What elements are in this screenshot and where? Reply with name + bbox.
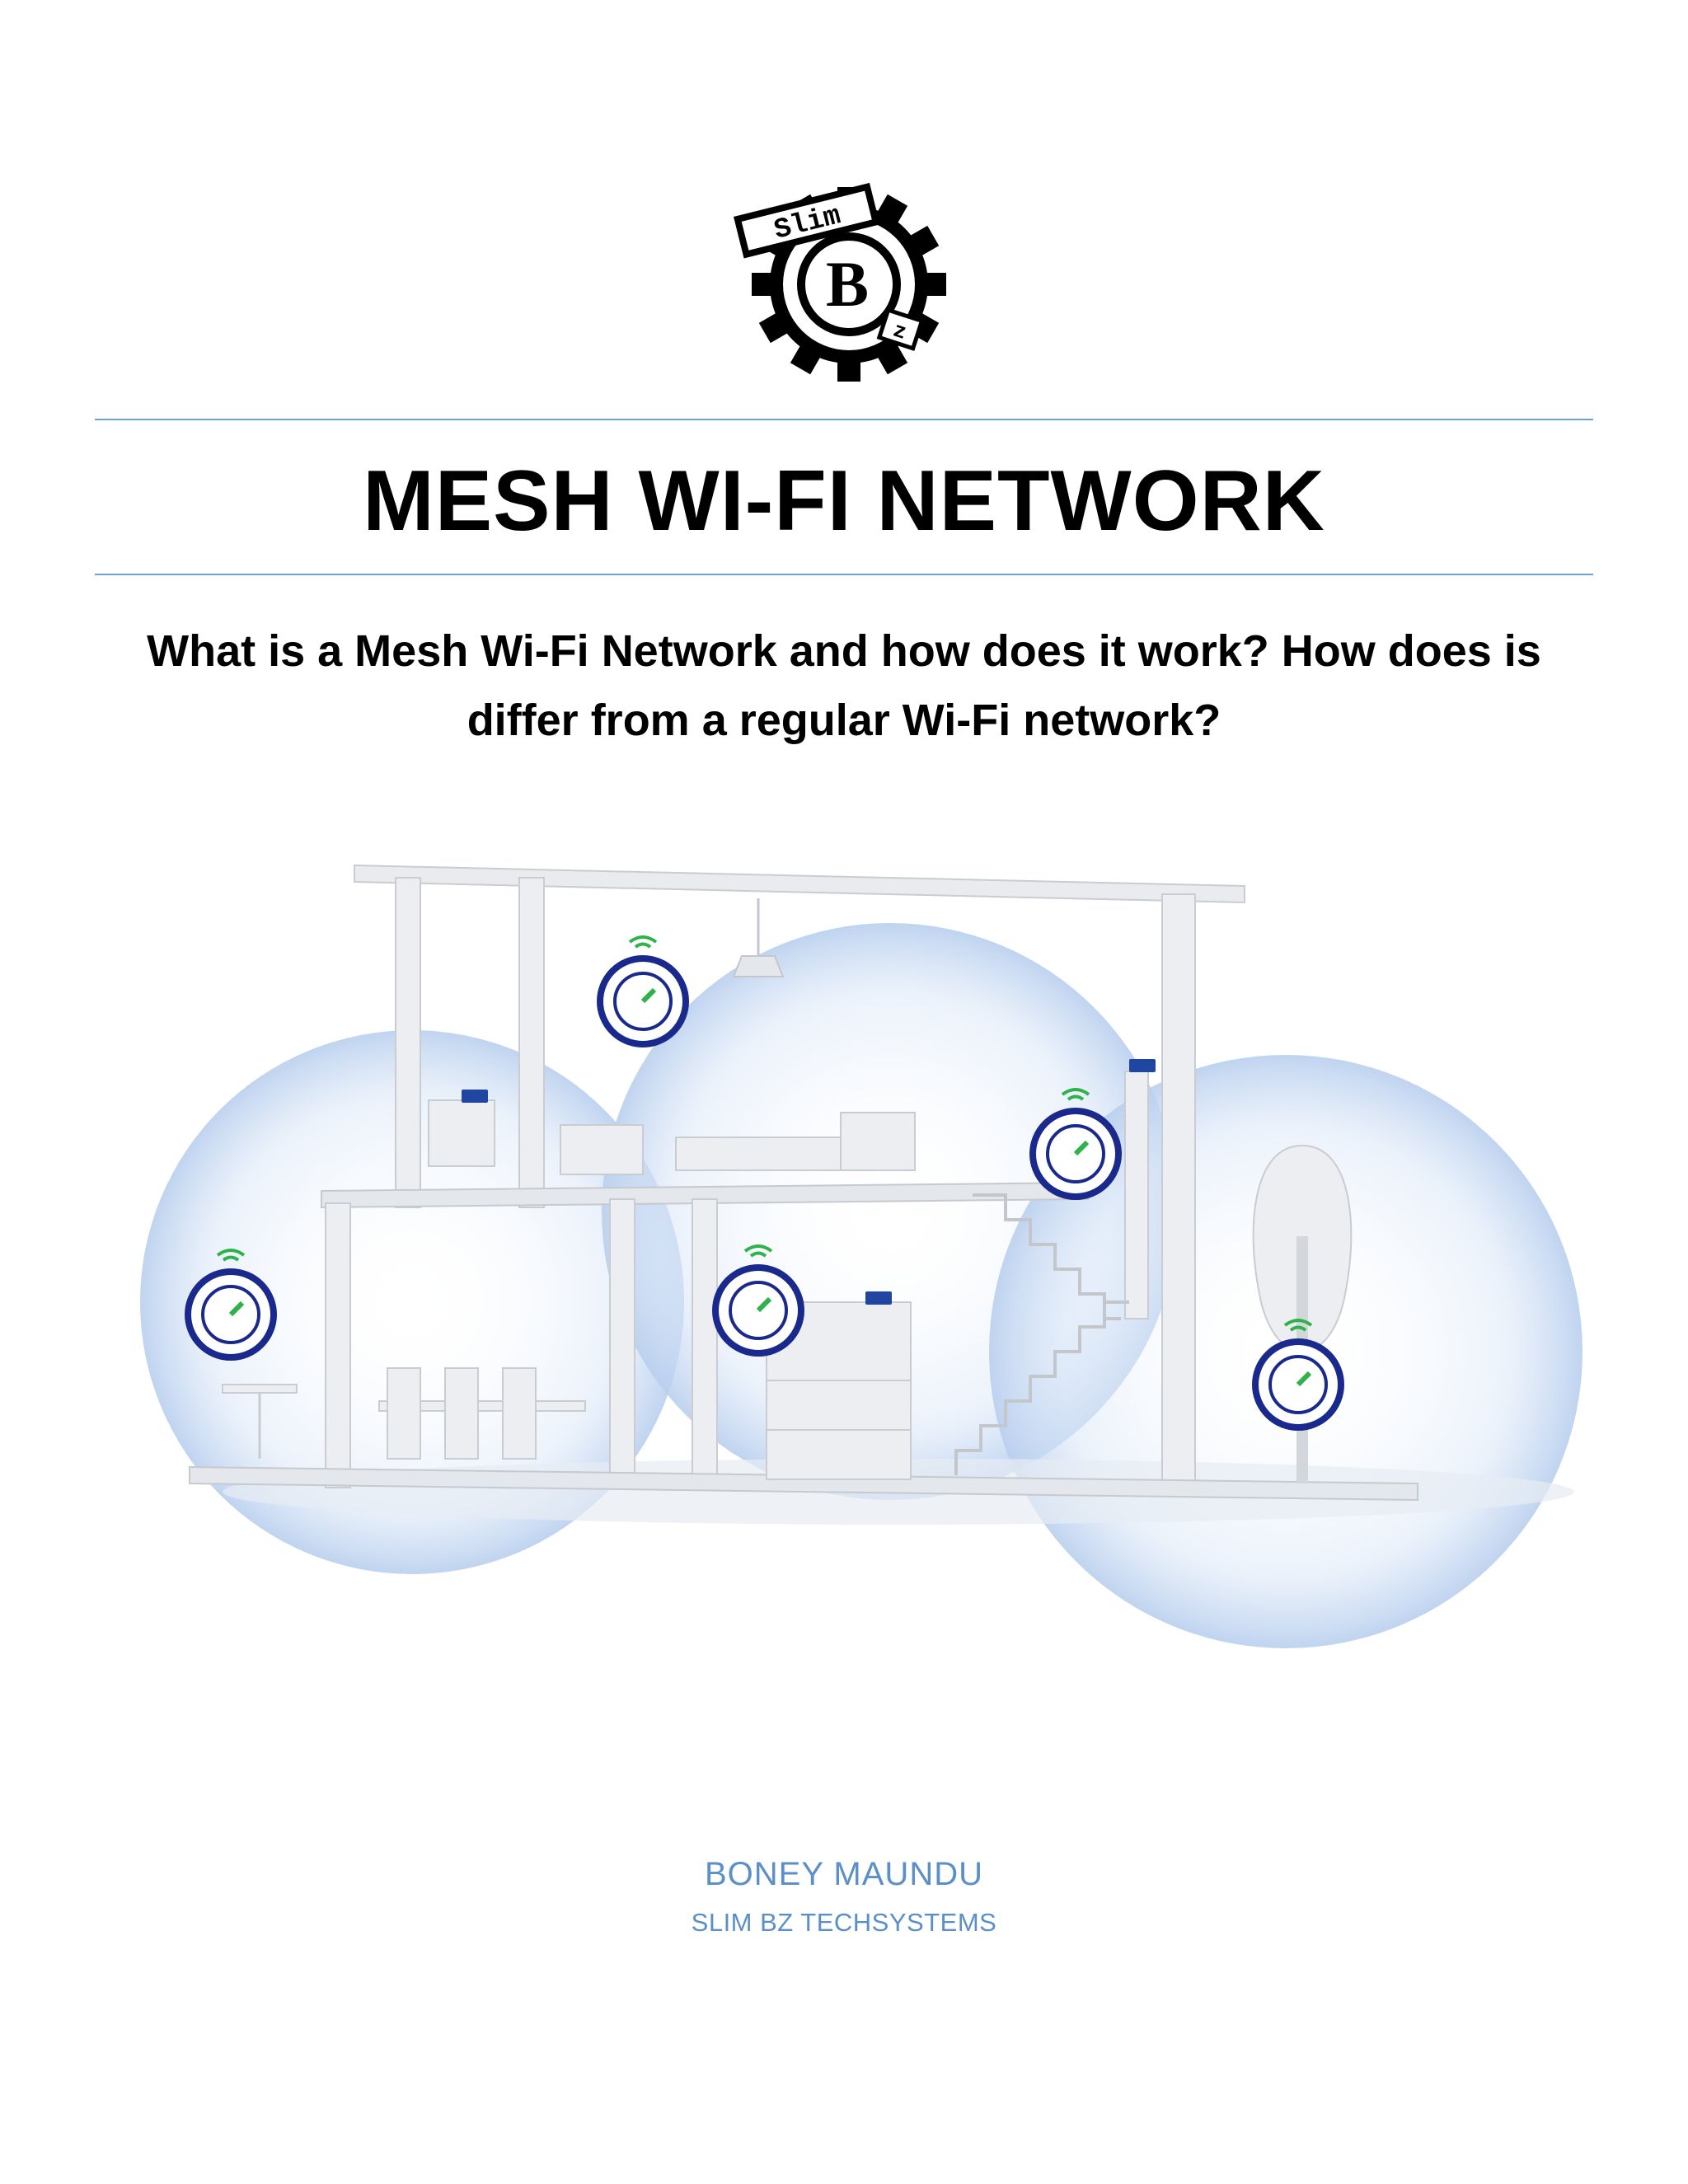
bottom-divider (95, 574, 1593, 575)
svg-text:B: B (826, 248, 869, 320)
house-icon (140, 864, 1582, 1648)
mesh-wifi-house-illustration (115, 841, 1599, 1673)
top-divider (95, 419, 1593, 420)
coverage-bubble-left (140, 1030, 684, 1574)
author-name: BONEY MAUNDU (705, 1856, 983, 1892)
slim-bz-logo: B Slim z (725, 169, 964, 383)
router-icon (462, 1059, 1156, 1305)
company-name: SLIM BZ TECHSYSTEMS (691, 1908, 997, 1937)
page-title: MESH WI-FI NETWORK (363, 453, 1325, 549)
page-subtitle: What is a Mesh Wi-Fi Network and how doe… (147, 626, 1541, 745)
gear-logo-icon: B Slim z (734, 182, 946, 382)
wifi-speed-gauge-icon (185, 935, 1344, 1431)
